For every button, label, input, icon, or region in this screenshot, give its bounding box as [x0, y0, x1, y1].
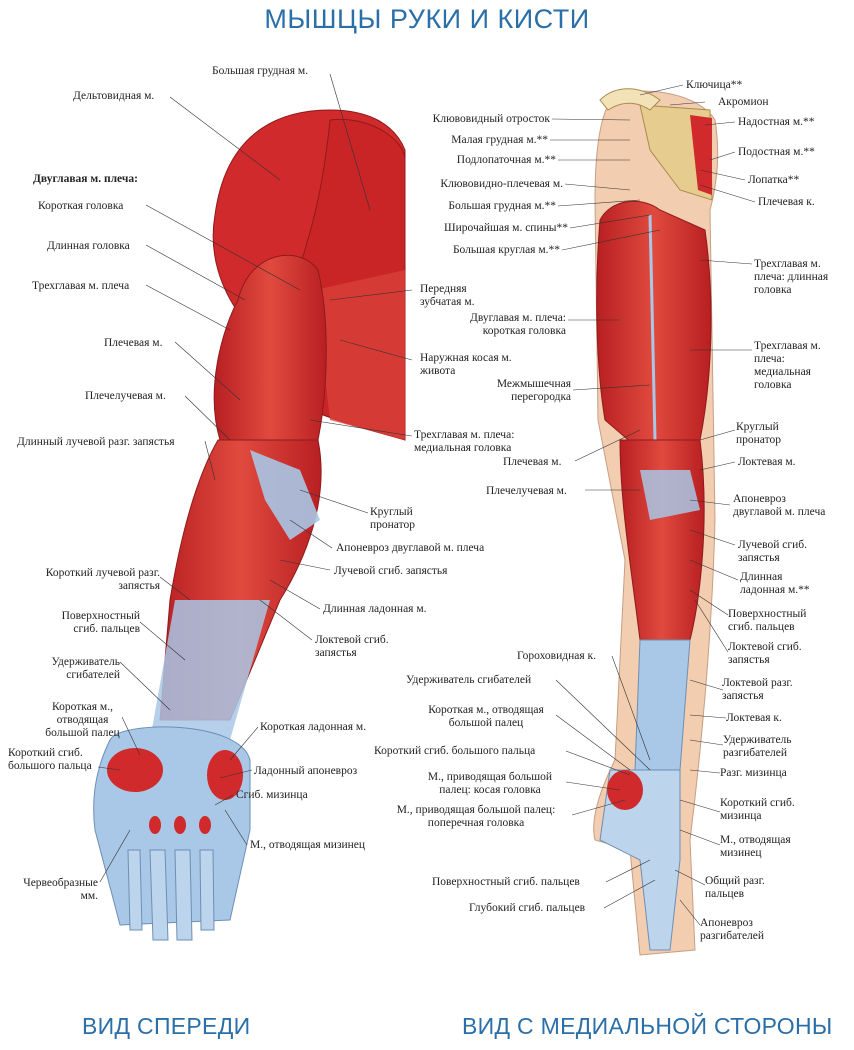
label-fcr: Лучевой сгиб. запястья	[334, 565, 448, 577]
label-edm: Разг. мизинца	[720, 767, 787, 779]
label-fdm: Сгиб. мизинца	[236, 789, 308, 801]
label-bicipital-aponeurosis-m: Апоневроз двуглавой м. плеча	[733, 493, 826, 518]
label-coracobrachialis: Клювовидно-плечевая м.	[440, 178, 563, 190]
label-humerus: Плечевая к.	[758, 196, 815, 208]
label-scapula: Лопатка**	[748, 174, 800, 186]
label-supraspinatus: Надостная м.**	[738, 116, 815, 128]
label-triceps-medial-m: Трехглавая м. плеча: медиальная головка	[754, 340, 821, 391]
label-brachioradialis-m: Плечелучевая м.	[486, 485, 567, 497]
label-fdp: Глубокий сгиб. пальцев	[469, 902, 586, 914]
label-lat-dorsi: Широчайшая м. спины**	[444, 222, 568, 234]
bicipital-aponeurosis-medial	[640, 470, 700, 520]
hand-medial	[599, 769, 681, 951]
serratus-muscle	[315, 270, 405, 440]
clavicle-bone	[599, 88, 661, 111]
label-biceps: Двуглавая м. плеча:	[33, 173, 138, 185]
thenar-eminence	[107, 748, 163, 792]
label-pectoralis-major: Большая грудная м.	[212, 65, 309, 77]
label-ext-oblique: Наружная косая м. живота	[420, 352, 512, 377]
label-ulna-m: Локтевая м.	[738, 456, 796, 468]
label-adm: М., отводящая мизинец	[250, 839, 366, 851]
label-palmaris-longus: Длинная ладонная м.	[323, 603, 427, 615]
label-triceps-medial: Трехглавая м. плеча: медиальная головка	[414, 429, 515, 454]
label-fpb-m: Короткий сгиб. большого пальца	[374, 745, 536, 757]
label-brachioradialis: Плечелучевая м.	[85, 390, 166, 402]
label-lumbricals: Червеобразные мм.	[23, 877, 98, 902]
label-palmaris-brevis: Короткая ладонная м.	[260, 721, 367, 733]
view-title-medial: ВИД С МЕДИАЛЬНОЙ СТОРОНЫ	[462, 1013, 833, 1039]
label-apb: Короткая м., отводящая большой палец	[45, 701, 120, 739]
label-palmar-aponeurosis: Ладонный апоневроз	[254, 765, 358, 777]
intermuscular-septum	[648, 214, 657, 441]
label-edc: Общий разг. пальцев	[705, 875, 765, 900]
bicipital-aponeurosis-tendon	[250, 450, 320, 540]
label-teres-major: Большая круглая м.**	[452, 244, 560, 256]
wrist-tendons-medial	[634, 639, 691, 771]
label-long-head: Длинная головка	[47, 240, 130, 252]
finger-outlines	[127, 849, 215, 941]
label-pec-major: Большая грудная м.**	[448, 200, 556, 212]
hypothenar-eminence	[207, 750, 243, 800]
label-infraspinatus: Подостная м.**	[738, 146, 815, 158]
supraspinatus-muscle	[690, 115, 712, 195]
label-clavicle: Ключица**	[686, 79, 743, 91]
label-flexor-retinaculum-m: Удерживатель сгибателей	[406, 674, 532, 686]
label-coracoid: Клювовидный отросток	[432, 113, 550, 125]
label-fcu-m: Локтевой сгиб. запястья	[728, 641, 802, 666]
label-triceps: Трехглавая м. плеча	[32, 280, 130, 292]
label-fcr-m: Лучевой сгиб. запястья	[738, 539, 807, 564]
label-adm-m: М., отводящая мизинец	[720, 834, 791, 859]
label-extensor-aponeurosis: Апоневроз разгибателей	[700, 917, 765, 942]
label-pec-minor: Малая грудная м.**	[451, 134, 548, 146]
label-acromion: Акромион	[718, 96, 769, 108]
label-subscapularis: Подлопаточная м.**	[456, 154, 556, 166]
label-ecrl: Длинный лучевой разг. запястья	[17, 436, 175, 448]
label-add-transverse: М., приводящая большой палец: поперечная…	[396, 804, 556, 829]
label-palmaris-longus-m: Длинная ладонная м.**	[740, 571, 810, 596]
label-fcu: Локтевой сгиб. запястья	[315, 634, 389, 659]
lumbrical-muscles	[149, 816, 211, 834]
page-title: МЫШЦЫ РУКИ И КИСТИ	[264, 4, 590, 34]
label-fds-m: Поверхностный сгиб. пальцев	[728, 608, 807, 633]
label-deltoid: Дельтовидная м.	[73, 90, 155, 102]
label-biceps-short: Двуглавая м. плеча: короткая головка	[470, 312, 566, 337]
label-triceps-long: Трехглавая м. плеча: длинная головка	[754, 258, 829, 296]
front-arm	[93, 109, 406, 941]
medial-arm	[593, 88, 719, 956]
label-fds2: Поверхностный сгиб. пальцев	[432, 876, 580, 888]
label-add-oblique: М., приводящая большой палец: косая голо…	[427, 771, 553, 796]
label-ecu: Локтевой разг. запястья	[722, 677, 793, 702]
label-pronator-teres: Круглый пронатор	[370, 506, 415, 531]
label-fdm-m: Короткий сгиб. мизинца	[720, 797, 795, 822]
label-extensor-retinaculum: Удерживатель разгибателей	[723, 734, 792, 759]
leader-lines	[97, 73, 756, 926]
label-flexor-retinaculum: Удерживатель сгибателей	[51, 656, 120, 681]
label-fds: Поверхностный сгиб. пальцев	[61, 610, 140, 635]
label-brachialis-m: Плечевая м.	[503, 456, 562, 468]
label-bicipital-aponeurosis: Апоневроз двуглавой м. плеча	[336, 542, 485, 554]
label-short-head: Короткая головка	[38, 200, 124, 212]
view-title-front: ВИД СПЕРЕДИ	[82, 1013, 251, 1039]
label-apb-m: Короткая м., отводящая большой палец	[428, 704, 544, 729]
label-fpb: Короткий сгиб. большого пальца	[8, 747, 92, 772]
label-ecrb: Короткий лучевой разг. запястья	[45, 567, 160, 592]
label-serratus: Передняя зубчатая м.	[420, 283, 475, 308]
label-pisiform: Гороховидная к.	[517, 650, 596, 662]
wrist-tendons	[150, 600, 270, 740]
upper-arm	[213, 254, 327, 501]
label-pronator-teres-m: Круглый пронатор	[736, 421, 781, 446]
thenar-medial	[607, 770, 643, 810]
label-ulna-bone: Локтевая к.	[726, 712, 782, 724]
label-brachialis: Плечевая м.	[104, 337, 163, 349]
label-septum: Межмышечная перегородка	[496, 378, 571, 403]
